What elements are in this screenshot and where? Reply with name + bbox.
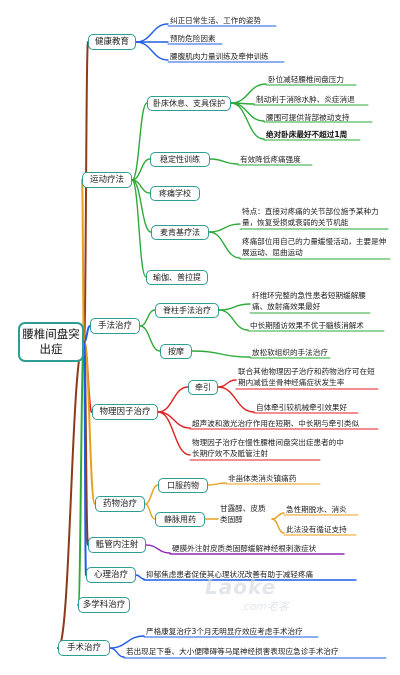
leaf-sacral-0: 硬膜外注射皮质类固醇缓解神经根刺激症状 xyxy=(172,544,317,553)
link-mckenzie-0 xyxy=(208,223,241,233)
leaf-surgery-1: 若出现足下垂、大小便障碍等马尾神经损害表现应急诊手术治疗 xyxy=(126,647,339,656)
link-root-drug xyxy=(83,341,96,505)
leaf-bedrest-3: 绝对卧床最好不超过1周 xyxy=(266,130,348,139)
leaf-traction-1: 自体牵引较机械牵引效果好 xyxy=(256,403,348,412)
leaf-health-0: 纠正日常生活、工作的姿势 xyxy=(170,16,262,25)
link-spinal-0 xyxy=(218,303,251,311)
leaf-iv-sub-1: 此法没有循证支持 xyxy=(286,525,347,534)
link-surgery-0 xyxy=(109,635,145,649)
leaf-physical-0: 超声波和激光治疗作用在短期、中长期与牵引类似 xyxy=(192,419,360,428)
leaf-bedrest-1: 制动利于消除水肿、炎症消退 xyxy=(256,95,355,104)
link-surgery-1 xyxy=(109,647,125,658)
node-traction[interactable]: 牵引 xyxy=(188,380,218,395)
node-manual-therapy[interactable]: 手法治疗 xyxy=(90,318,140,334)
leaf-mckenzie-1: 疼痛部位用自己的力量缓慢活动，主要是伸展运动、屈曲运动 xyxy=(242,237,387,257)
node-surgery[interactable]: 手术治疗 xyxy=(58,640,110,656)
link-physical-traction xyxy=(157,386,189,413)
link-ex-bedrest xyxy=(131,102,148,181)
leaf-oral-0: 非甾体类消炎镇痛药 xyxy=(228,474,297,483)
leaf-bedrest-2: 腰围可提供背部被动支持 xyxy=(266,113,350,122)
node-psychological[interactable]: 心理治疗 xyxy=(86,567,136,583)
link-oral-0 xyxy=(207,482,227,486)
link-manual-spinal xyxy=(139,309,156,327)
node-massage[interactable]: 按摩 xyxy=(160,344,192,359)
link-sacral-0 xyxy=(145,544,171,554)
leaf-surgery-0: 严格康复治疗3个月无明显疗效应考虑手术治疗 xyxy=(146,627,303,636)
leaf-physical-1: 物理因子治疗在慢性腰椎间盘突出症患者的中长期疗效不及骶管注射 xyxy=(192,438,344,458)
link-root-psych xyxy=(83,341,87,576)
node-drug-therapy[interactable]: 药物治疗 xyxy=(95,496,145,512)
link-root-health xyxy=(83,41,89,343)
link-physical-0 xyxy=(157,411,191,429)
root-node[interactable]: 腰椎间盘突出症 xyxy=(18,322,84,362)
link-massage-0 xyxy=(191,350,251,358)
link-physical-1 xyxy=(157,411,191,456)
link-ex-stability xyxy=(131,158,151,181)
node-sacral-injection[interactable]: 骶管内注射 xyxy=(88,537,146,553)
link-ex-mckenzie xyxy=(131,179,152,233)
leaf-spinal-0: 纤维环完整的急性患者短期缓解腰痛、放射痛效果最好 xyxy=(252,291,366,311)
node-multidisciplinary[interactable]: 多学科治疗 xyxy=(78,597,130,613)
link-traction-0 xyxy=(217,379,237,388)
link-iv-sub-1 xyxy=(271,518,285,534)
node-physical-factor[interactable]: 物理因子治疗 xyxy=(92,404,158,420)
link-spinal-1 xyxy=(218,309,249,331)
link-drug-iv xyxy=(144,503,156,520)
link-health-0 xyxy=(135,23,169,43)
node-iv-drugs[interactable]: 静脉用药 xyxy=(155,512,205,527)
node-pain-school[interactable]: 疼痛学校 xyxy=(150,186,200,201)
link-root-multi xyxy=(77,341,85,606)
node-mckenzie[interactable]: 麦肯基疗法 xyxy=(151,225,209,240)
link-mckenzie-1 xyxy=(208,231,241,259)
leaf-health-2: 腰腹肌肉力量训练及牵伸训练 xyxy=(170,52,269,61)
node-stability-training[interactable]: 稳定性训练 xyxy=(150,152,210,167)
link-iv-sub-0 xyxy=(271,512,285,520)
leaf-iv-sub-0: 急性期脱水、消炎 xyxy=(286,505,347,514)
watermark-site: .com老客 xyxy=(240,600,289,613)
link-stability-0 xyxy=(209,158,239,165)
leaf-psych-0: 抑郁焦虑患者促使其心理状况改善有助于减轻疼痛 xyxy=(146,570,314,579)
link-traction-1 xyxy=(217,386,255,413)
link-ex-yoga xyxy=(131,179,147,278)
link-bedrest-2 xyxy=(230,102,265,122)
node-health-education[interactable]: 健康教育 xyxy=(88,34,136,50)
link-health-2 xyxy=(135,41,169,61)
node-bed-rest[interactable]: 卧床休息、支具保护 xyxy=(147,96,231,111)
leaf-massage-0: 放松软组织的手法治疗 xyxy=(252,348,328,357)
node-spinal-manipulation[interactable]: 脊柱手法治疗 xyxy=(155,303,219,318)
link-drug-oral xyxy=(144,484,159,505)
leaf-spinal-1: 中长期随访效果不优于髓核消解术 xyxy=(250,321,364,330)
node-exercise-therapy[interactable]: 运动疗法 xyxy=(82,172,132,188)
leaf-iv-0: 甘露醇、皮质类固醇 xyxy=(220,504,266,524)
node-yoga-pilates[interactable]: 瑜伽、普拉提 xyxy=(146,270,208,285)
watermark-logo: Laoke xyxy=(205,575,277,599)
leaf-stability-0: 有效降低疼痛强度 xyxy=(240,155,301,164)
link-bedrest-3 xyxy=(230,102,265,140)
leaf-mckenzie-0: 特点：直接对疼痛的关节部位施予某种力量，恢复受损或衰弱的关节机能 xyxy=(242,207,379,227)
root-label: 腰椎间盘突出症 xyxy=(22,327,80,356)
node-oral-drugs[interactable]: 口服药物 xyxy=(158,478,208,493)
leaf-bedrest-0: 卧位减轻腰椎间盘压力 xyxy=(268,75,344,84)
leaf-traction-0: 联合其他物理因子治疗和药物治疗可在短期内减低坐骨神经痛症状发生率 xyxy=(238,367,375,387)
link-manual-massage xyxy=(139,325,161,352)
link-psych-0 xyxy=(135,574,145,580)
leaf-health-1: 预防危险因素 xyxy=(170,34,216,43)
link-root-exercise xyxy=(81,179,85,343)
